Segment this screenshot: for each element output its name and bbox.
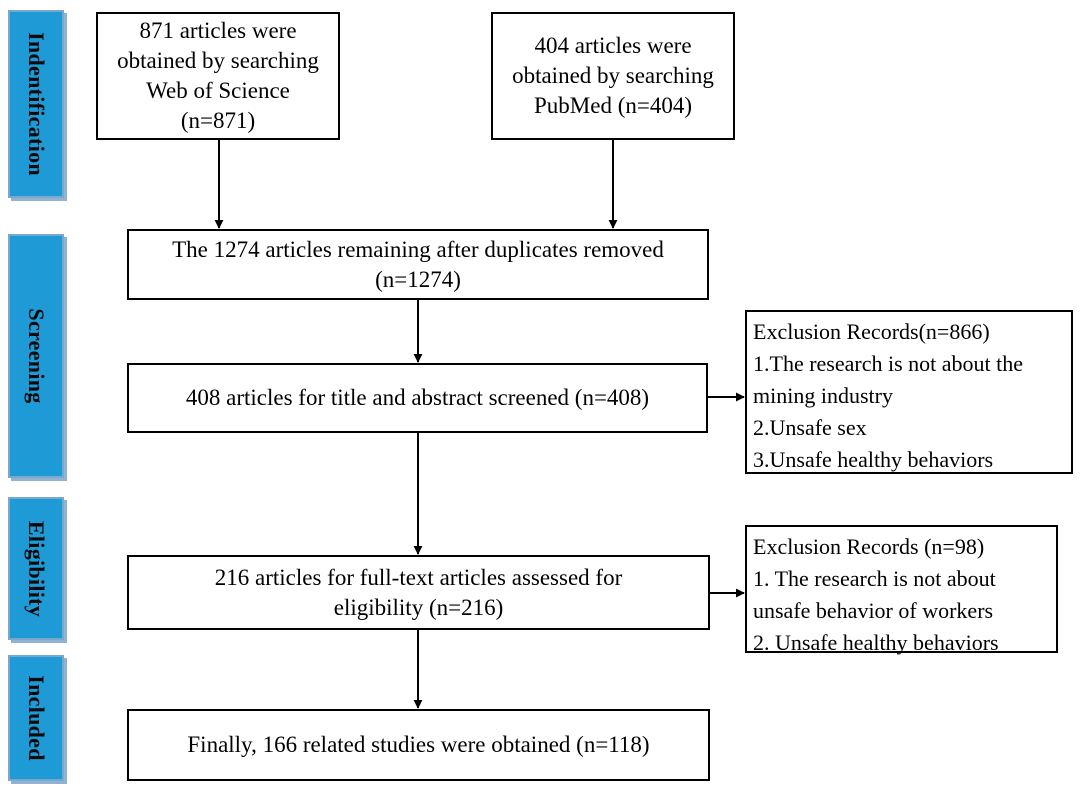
box-included-line-1: Finally, 166 related studies were obtain… bbox=[187, 732, 650, 757]
box-pubmed-line-3: PubMed (n=404) bbox=[534, 93, 692, 118]
exclusion-eligibility-line-4: 2. Unsafe healthy behaviors bbox=[753, 630, 999, 655]
box-title-abstract-line-1: 408 articles for title and abstract scre… bbox=[185, 385, 650, 410]
exclusion-screening-line-3: mining industry bbox=[753, 383, 893, 408]
stage-screening: Screening bbox=[8, 234, 64, 478]
box-pubmed-line-2: obtained by searching bbox=[512, 63, 714, 88]
exclusion-eligibility-line-3: unsafe behavior of workers bbox=[753, 598, 994, 623]
exclusion-screening-line-2: 1.The research is not about the bbox=[753, 351, 1024, 376]
exclusion-screening-line-5: 3.Unsafe healthy behaviors bbox=[753, 447, 994, 472]
exclusion-eligibility-line-1: Exclusion Records (n=98) bbox=[753, 534, 985, 559]
box-full-text-assessed: 216 articles for full-text articles asse… bbox=[127, 555, 710, 630]
box-wos-line-4: (n=871) bbox=[180, 108, 256, 133]
box-duplicates-line-1: The 1274 articles remaining after duplic… bbox=[172, 236, 664, 262]
exclusion-screening-line-4: 2.Unsafe sex bbox=[753, 415, 867, 440]
box-exclusion-screening: Exclusion Records(n=866) 1.The research … bbox=[745, 310, 1073, 474]
box-wos-line-1: 871 articles were bbox=[139, 18, 297, 43]
box-title-abstract-screened: 408 articles for title and abstract scre… bbox=[127, 363, 708, 433]
stage-identification: Indentification bbox=[8, 10, 64, 198]
box-pubmed-line-1: 404 articles were bbox=[534, 33, 692, 58]
box-wos-line-2: obtained by searching bbox=[117, 48, 319, 73]
exclusion-eligibility-line-2: 1. The research is not about bbox=[753, 566, 996, 591]
exclusion-screening-line-1: Exclusion Records(n=866) bbox=[753, 319, 990, 344]
box-wos-line-3: Web of Science bbox=[146, 78, 290, 103]
stage-eligibility: Eligibility bbox=[8, 497, 64, 640]
box-duplicates-removed: The 1274 articles remaining after duplic… bbox=[127, 229, 709, 300]
box-web-of-science: 871 articles were obtained by searching … bbox=[96, 12, 340, 140]
box-pubmed: 404 articles were obtained by searching … bbox=[491, 12, 735, 140]
box-exclusion-eligibility: Exclusion Records (n=98) 1. The research… bbox=[745, 525, 1058, 655]
box-duplicates-line-2: (n=1274) bbox=[375, 266, 461, 292]
box-fulltext-line-2: eligibility (n=216) bbox=[333, 594, 504, 620]
stage-included: Included bbox=[8, 655, 64, 781]
box-final-included: Finally, 166 related studies were obtain… bbox=[127, 709, 710, 781]
box-fulltext-line-1: 216 articles for full-text articles asse… bbox=[214, 564, 623, 590]
